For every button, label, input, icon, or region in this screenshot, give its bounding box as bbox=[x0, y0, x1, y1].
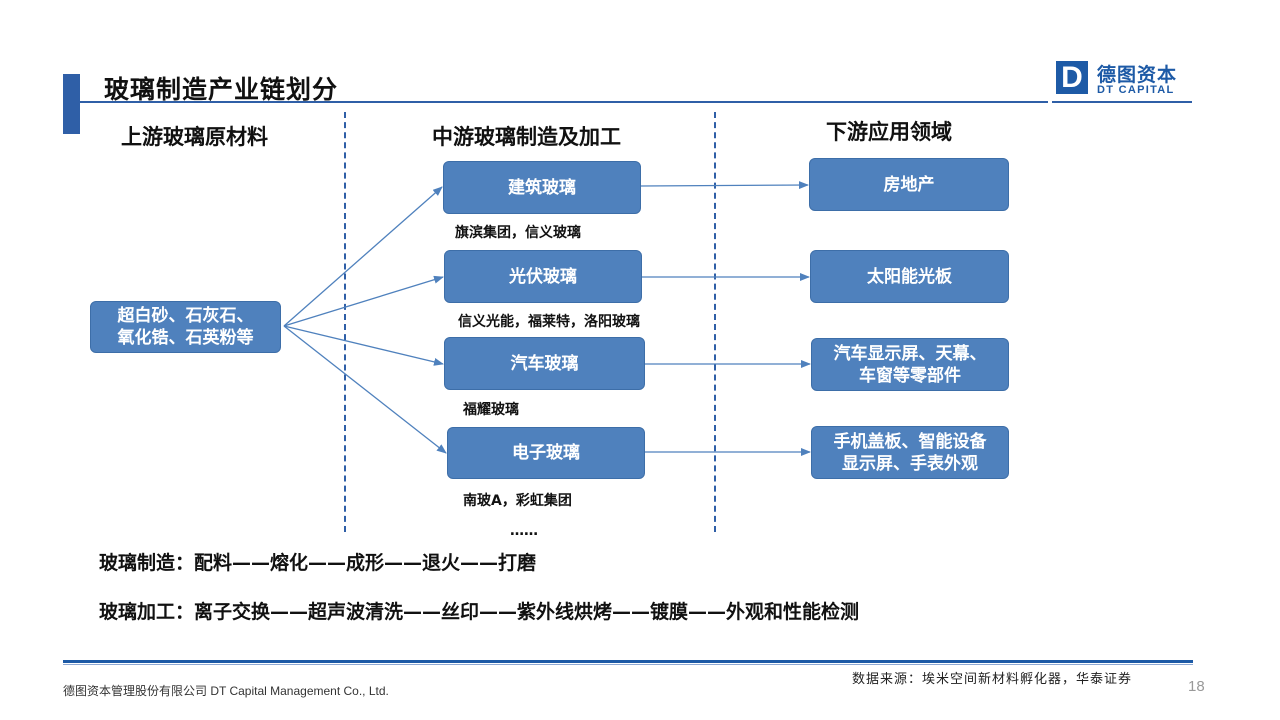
column-header-midstream: 中游玻璃制造及加工 bbox=[432, 125, 621, 149]
page-title: 玻璃制造产业链划分 bbox=[104, 75, 339, 104]
product-label: 建筑玻璃 bbox=[508, 177, 576, 198]
arrow-raw-to-auto bbox=[283, 325, 444, 366]
companies-solar-glass: 信义光能，福莱特，洛阳玻璃 bbox=[458, 314, 640, 330]
application-box-auto-parts: 汽车显示屏、天幕、 车窗等零部件 bbox=[811, 338, 1009, 391]
product-box-building-glass: 建筑玻璃 bbox=[443, 161, 641, 214]
raw-material-box: 超白砂、石灰石、 氧化锆、石英粉等 bbox=[90, 301, 281, 353]
column-divider-left bbox=[344, 112, 346, 532]
footer-company: 德图资本管理股份有限公司 DT Capital Management Co., … bbox=[63, 684, 389, 698]
product-box-solar-glass: 光伏玻璃 bbox=[444, 250, 642, 303]
arrow-raw-to-solar bbox=[283, 275, 444, 327]
logo-underline bbox=[1052, 101, 1192, 103]
application-line1: 房地产 bbox=[883, 174, 935, 195]
product-label: 电子玻璃 bbox=[512, 443, 580, 463]
product-label: 光伏玻璃 bbox=[509, 266, 577, 287]
processing-process: 玻璃加工：离子交换——超声波清洗——丝印——紫外线烘烤——镀膜——外观和性能检测 bbox=[99, 601, 860, 623]
product-label: 汽车玻璃 bbox=[510, 353, 579, 374]
footer-rule bbox=[63, 660, 1193, 663]
arrow-raw-to-electronic bbox=[283, 325, 447, 454]
page-number: 18 bbox=[1188, 678, 1205, 695]
logo-mark: D bbox=[1056, 61, 1088, 94]
manufacturing-process: 玻璃制造：配料——熔化——成形——退火——打磨 bbox=[99, 552, 537, 574]
column-header-downstream: 下游应用领域 bbox=[826, 120, 952, 144]
application-line2: 车窗等零部件 bbox=[859, 365, 961, 386]
data-source: 数据来源：埃米空间新材料孵化器，华泰证券 bbox=[852, 672, 1133, 687]
logo-name-en: DT CAPITAL bbox=[1097, 84, 1175, 96]
arrow-building-to-realestate bbox=[640, 181, 809, 190]
raw-material-line1: 超白砂、石灰石、 bbox=[117, 306, 254, 326]
logo-name-cn: 德图资本 bbox=[1097, 64, 1178, 86]
application-box-solar-panel: 太阳能光板 bbox=[810, 250, 1009, 303]
application-line1: 汽车显示屏、天幕、 bbox=[833, 343, 987, 364]
application-line1: 手机盖板、智能设备 bbox=[833, 431, 987, 452]
application-box-real-estate: 房地产 bbox=[809, 158, 1009, 211]
product-box-electronic-glass: 电子玻璃 bbox=[447, 427, 645, 479]
column-header-upstream: 上游玻璃原材料 bbox=[121, 125, 268, 149]
companies-building-glass: 旗滨集团，信义玻璃 bbox=[455, 225, 581, 241]
application-line1: 太阳能光板 bbox=[867, 266, 952, 287]
companies-auto-glass: 福耀玻璃 bbox=[463, 402, 519, 418]
column-divider-right bbox=[714, 112, 716, 532]
title-underline bbox=[80, 101, 1048, 103]
product-box-auto-glass: 汽车玻璃 bbox=[444, 337, 645, 390]
companies-electronic-glass: 南玻A，彩虹集团 bbox=[463, 493, 572, 509]
more-ellipsis: …… bbox=[510, 523, 538, 539]
title-accent-bar bbox=[63, 74, 80, 134]
arrow-raw-to-building bbox=[283, 186, 443, 327]
application-box-smart-devices: 手机盖板、智能设备 显示屏、手表外观 bbox=[811, 426, 1009, 479]
application-line2: 显示屏、手表外观 bbox=[842, 453, 978, 474]
raw-material-line2: 氧化锆、石英粉等 bbox=[117, 328, 254, 348]
footer-rule-thin bbox=[63, 664, 1193, 665]
